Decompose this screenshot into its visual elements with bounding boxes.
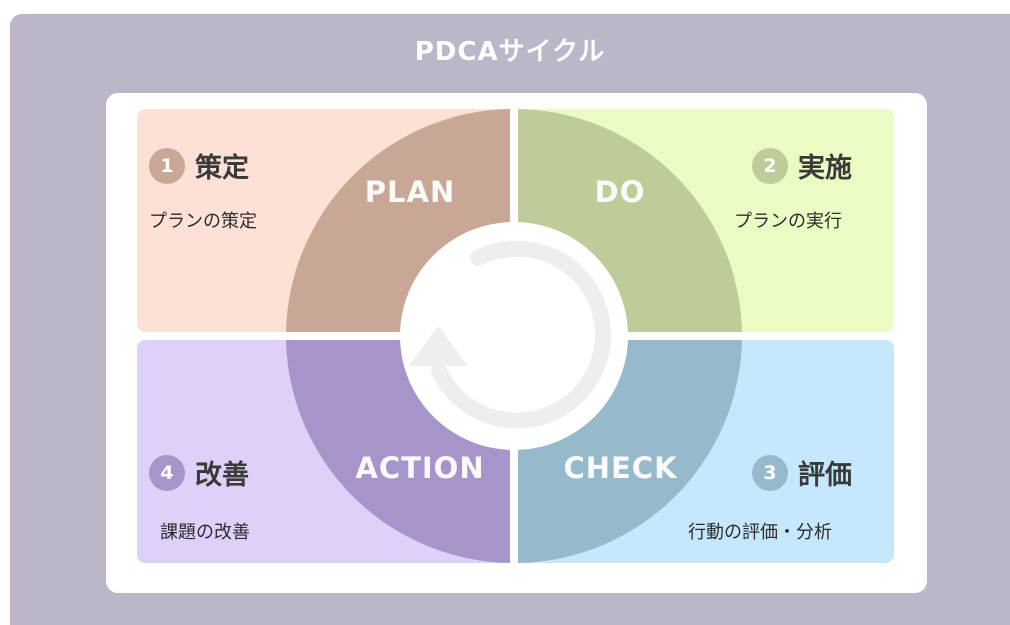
check-phase-heading: 3 評価 [752, 453, 852, 492]
check-phase-title: 評価 [798, 460, 852, 491]
action-phase-title: 改善 [195, 460, 249, 491]
action-segment-label: ACTION [355, 451, 485, 485]
do-step-number: 2 [752, 147, 788, 184]
check-step-number: 3 [752, 454, 788, 491]
check-description: 行動の評価・分析 [688, 522, 832, 543]
cycle-arrow-icon [409, 240, 611, 429]
plan-segment-label: PLAN [364, 175, 456, 209]
plan-phase-heading: 1 策定 [149, 146, 249, 185]
do-description: プランの実行 [734, 211, 842, 232]
plan-description: プランの策定 [149, 211, 257, 232]
action-step-number: 4 [149, 454, 185, 491]
diagram-title: PDCAサイクル [414, 37, 606, 67]
plan-step-number: 1 [149, 147, 185, 184]
do-phase-heading: 2 実施 [752, 146, 852, 185]
action-description: 課題の改善 [160, 522, 250, 543]
action-phase-heading: 4 改善 [149, 453, 249, 492]
check-segment-label: CHECK [563, 451, 678, 485]
do-segment-label: DO [594, 175, 646, 209]
do-phase-title: 実施 [798, 153, 852, 184]
plan-phase-title: 策定 [195, 153, 249, 184]
